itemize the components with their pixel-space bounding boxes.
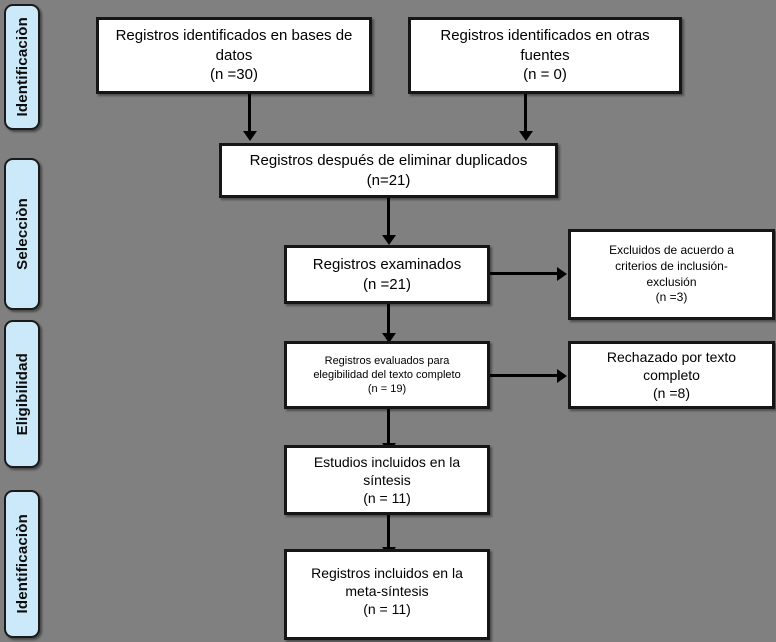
- arrow-synthesis-to-meta-synthesis: [387, 515, 390, 548]
- stage-label-identificacion-2: Identificaciòn: [4, 490, 40, 638]
- box-included-synthesis: Estudios incluidos en la síntesis (n = 1…: [284, 445, 490, 515]
- box-rejected-full-text: Rechazado por texto completo (n =8): [568, 341, 775, 409]
- box-line: (n =30): [210, 66, 258, 84]
- box-line: Registros identificados en bases de: [115, 27, 353, 45]
- arrow-screened-to-excluded: [490, 272, 558, 275]
- arrow-eligibility-to-rejected: [490, 374, 558, 377]
- arrow-duplicates-to-screened: [387, 198, 390, 236]
- box-records-screened: Registros examinados (n =21): [284, 245, 490, 304]
- box-full-text-eligibility: Registros evaluados para elegibilidad de…: [284, 341, 490, 409]
- box-line: criterios de inclusión-: [615, 258, 728, 273]
- arrow-screened-to-eligibility: [387, 304, 390, 334]
- box-included-meta-synthesis: Registros incluidos en la meta-síntesis …: [284, 549, 490, 640]
- box-line: Registros identificados en otras: [440, 27, 650, 45]
- box-line: fuentes: [520, 46, 570, 64]
- box-line: (n =21): [363, 275, 411, 293]
- box-line: meta-síntesis: [345, 583, 429, 600]
- box-after-duplicates: Registros después de eliminar duplicados…: [219, 143, 558, 198]
- box-excluded-criteria: Excluidos de acuerdo a criterios de incl…: [568, 229, 775, 320]
- box-line: exclusión: [646, 274, 697, 289]
- stage-label-identificacion-1: Identificaciòn: [4, 4, 40, 130]
- box-line: (n =8): [653, 385, 690, 402]
- box-line: (n=21): [366, 171, 411, 189]
- box-line: Excluidos de acuerdo a: [609, 243, 734, 258]
- box-line: (n =3): [655, 290, 688, 305]
- box-line: (n = 11): [363, 490, 411, 507]
- box-line: Registros evaluados para: [324, 354, 450, 367]
- box-line: Rechazado por texto: [606, 348, 737, 365]
- box-line: (n = 0): [523, 66, 567, 84]
- stage-label-text: Identificaciòn: [13, 514, 31, 614]
- box-records-other-sources: Registros identificados en otras fuentes…: [408, 17, 682, 94]
- arrow-other-sources-to-duplicates: [524, 94, 527, 132]
- box-records-databases: Registros identificados en bases de dato…: [96, 17, 372, 94]
- box-line: elegibilidad del texto completo: [313, 368, 461, 381]
- box-line: síntesis: [363, 471, 411, 488]
- stage-label-text: Selecciòn: [13, 198, 31, 270]
- box-line: Registros incluidos en la: [311, 565, 463, 581]
- box-line: Registros después de eliminar duplicados: [249, 152, 528, 169]
- box-line: (n = 11): [363, 601, 411, 618]
- arrow-databases-to-duplicates: [248, 94, 251, 132]
- box-line: datos: [215, 46, 253, 64]
- box-line: Estudios incluidos en la: [313, 453, 461, 470]
- box-line: Registros examinados: [312, 256, 462, 273]
- stage-label-text: Eligibilidad: [13, 352, 31, 436]
- box-line: completo: [643, 366, 700, 383]
- stage-label-seleccion: Selecciòn: [4, 158, 40, 310]
- box-line: (n = 19): [367, 383, 407, 396]
- arrow-eligibility-to-included: [387, 409, 390, 444]
- stage-label-text: Identificaciòn: [13, 17, 31, 117]
- stage-label-eligibilidad: Eligibilidad: [4, 320, 40, 468]
